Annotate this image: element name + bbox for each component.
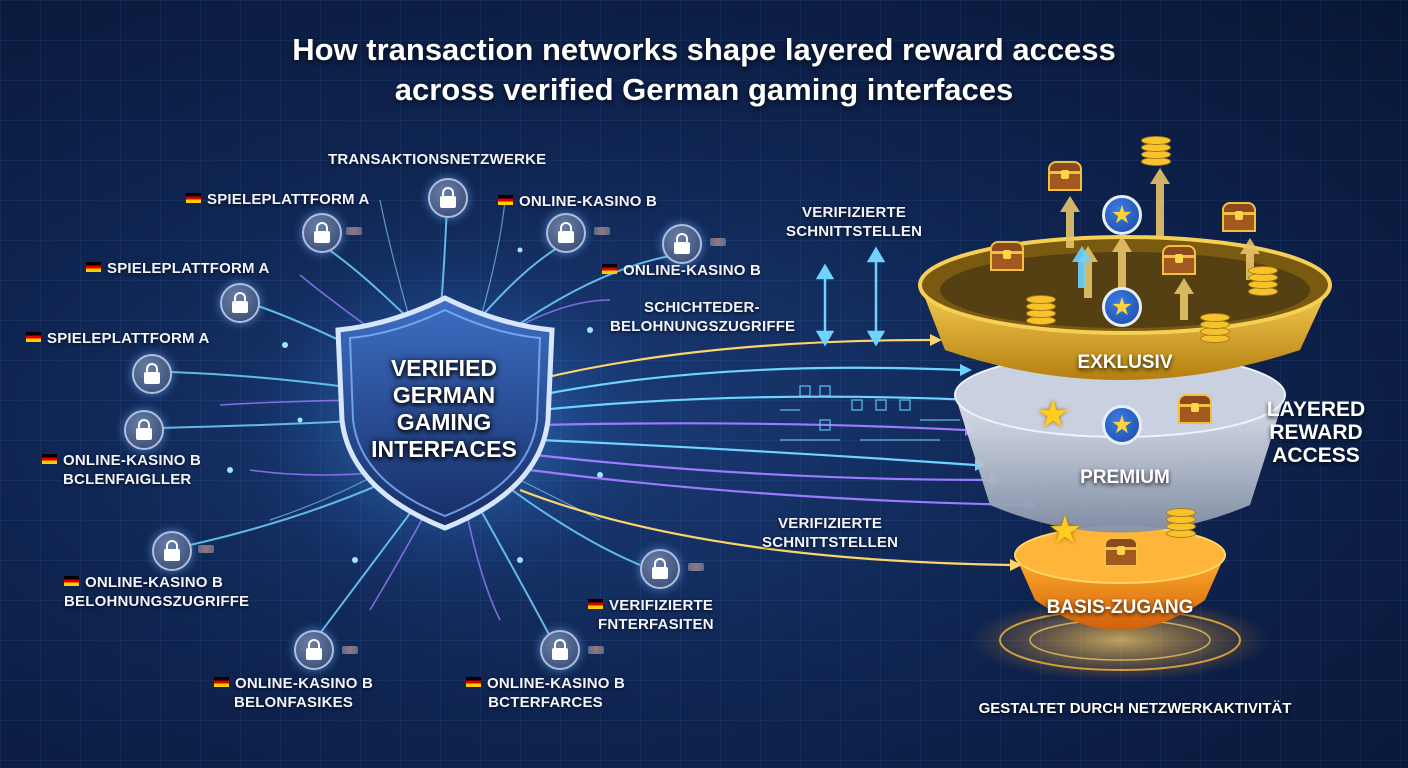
page-title: How transaction networks shape layered r…	[0, 30, 1408, 110]
treasure-chest-icon	[1178, 394, 1212, 424]
star-badge-icon: ★	[1102, 287, 1142, 327]
lock-icon	[640, 549, 680, 589]
german-flag-icon	[214, 677, 229, 687]
treasure-chest-icon	[1162, 245, 1196, 275]
lock-icon	[124, 410, 164, 450]
german-flag-icon	[466, 677, 481, 687]
side-label-line-2: REWARD	[1250, 421, 1382, 444]
german-flag-icon	[86, 262, 101, 272]
node-label-6-text: ONLINE-KASINO B	[63, 452, 201, 469]
german-flag-icon	[26, 332, 41, 342]
node-label-2: ONLINE-KASINO B	[498, 192, 657, 211]
label-layered-reward-access: SCHICHTEDER-BELOHNUNGSZUGRIFFE	[610, 298, 795, 336]
star-icon: ★	[1036, 395, 1070, 433]
tier-label-premium: PREMIUM	[1040, 467, 1210, 489]
treasure-chest-icon	[990, 241, 1024, 271]
coin-stack-icon	[1026, 292, 1056, 326]
node-label-10-text: VERIFIZIERTE	[609, 597, 713, 614]
german-flag-icon	[588, 599, 603, 609]
lock-icon	[220, 283, 260, 323]
coin-stack-icon	[1166, 505, 1196, 539]
label-layered-line-2: BELOHNUNGSZUGRIFFE	[610, 317, 795, 336]
shield-label: VERIFIED GERMAN GAMING INTERFACES	[352, 355, 536, 463]
label-transaction-networks: TRANSAKTIONSNETZWERKE	[328, 150, 546, 169]
star-badge-icon: ★	[1102, 405, 1142, 445]
lock-icon	[294, 630, 334, 670]
lock-icon	[662, 224, 702, 264]
node-label-6-sub: BCLENFAIGLLER	[42, 470, 201, 489]
label-verified-bottom-line-1: VERIFIZIERTE	[762, 514, 898, 533]
star-icon: ★	[1048, 511, 1082, 549]
funnel-footer-label: GESTALTET DURCH NETZWERKAKTIVITÄT	[940, 700, 1330, 717]
node-label-5: SPIELEPLATTFORM A	[26, 329, 210, 348]
node-label-1: SPIELEPLATTFORM A	[186, 190, 370, 209]
lock-icon	[428, 178, 468, 218]
node-label-8-sub: BELONFASIKES	[214, 693, 373, 712]
node-label-9-text: ONLINE-KASINO B	[487, 675, 625, 692]
node-label-5-text: SPIELEPLATTFORM A	[47, 330, 210, 347]
tier-label-exclusive: EXKLUSIV	[1040, 352, 1210, 374]
lock-icon	[540, 630, 580, 670]
label-layered-line-1: SCHICHTEDER-	[610, 298, 795, 317]
node-label-4-text: ONLINE-KASINO B	[623, 262, 761, 279]
coin-stack-icon	[1200, 310, 1230, 344]
label-verified-bottom-line-2: SCHNITTSTELLEN	[762, 533, 898, 552]
coin-stack-icon	[1248, 263, 1278, 297]
label-verified-top-line-1: VERIFIZIERTE	[786, 203, 922, 222]
side-label-line-3: ACCESS	[1250, 444, 1382, 467]
lock-icon	[546, 213, 586, 253]
node-label-7-sub: BELOHNUNGSZUGRIFFE	[64, 592, 249, 611]
node-label-9-sub: BCTERFARCES	[466, 693, 625, 712]
node-label-2-text: ONLINE-KASINO B	[519, 193, 657, 210]
treasure-chest-icon	[1104, 537, 1138, 567]
lock-icon	[302, 213, 342, 253]
title-line-1: How transaction networks shape layered r…	[0, 30, 1408, 70]
german-flag-icon	[186, 193, 201, 203]
side-label-line-1: LAYERED	[1250, 398, 1382, 421]
tag-icon	[346, 227, 362, 235]
german-flag-icon	[498, 195, 513, 205]
tier-label-basic: BASIS-ZUGANG	[1030, 597, 1210, 619]
german-flag-icon	[64, 576, 79, 586]
lock-icon	[152, 531, 192, 571]
star-badge-icon: ★	[1102, 195, 1142, 235]
tag-icon	[198, 545, 214, 553]
node-label-3: SPIELEPLATTFORM A	[86, 259, 270, 278]
german-flag-icon	[602, 264, 617, 274]
lock-icon	[132, 354, 172, 394]
node-label-10-sub: FNTERFASITEN	[588, 615, 714, 634]
tag-icon	[710, 238, 726, 246]
coin-stack-icon	[1141, 133, 1171, 167]
title-line-2: across verified German gaming interfaces	[0, 70, 1408, 110]
tag-icon	[588, 646, 604, 654]
tag-icon	[594, 227, 610, 235]
treasure-chest-icon	[1048, 161, 1082, 191]
german-flag-icon	[42, 454, 57, 464]
node-label-8-text: ONLINE-KASINO B	[235, 675, 373, 692]
layered-reward-access-label: LAYERED REWARD ACCESS	[1250, 398, 1382, 467]
node-label-7-text: ONLINE-KASINO B	[85, 574, 223, 591]
treasure-chest-icon	[1222, 202, 1256, 232]
label-verified-top-line-2: SCHNITTSTELLEN	[786, 222, 922, 241]
tag-icon	[342, 646, 358, 654]
node-label-3-text: SPIELEPLATTFORM A	[107, 260, 270, 277]
node-label-1-text: SPIELEPLATTFORM A	[207, 191, 370, 208]
tag-icon	[688, 563, 704, 571]
